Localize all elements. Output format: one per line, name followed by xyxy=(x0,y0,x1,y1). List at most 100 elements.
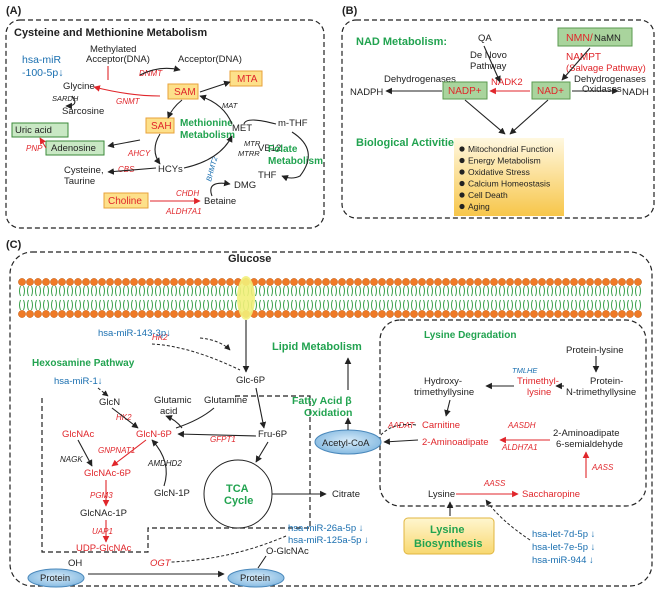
glutamic-l1: Glutamic xyxy=(154,395,192,406)
lipid-head xyxy=(26,310,34,318)
arrow-mir1 xyxy=(97,387,109,397)
lipid-head xyxy=(530,310,538,318)
lipid-head xyxy=(570,310,578,318)
lipid-tail xyxy=(219,299,225,311)
lipid-head xyxy=(226,310,234,318)
lipid-head xyxy=(42,278,50,286)
lipid-head xyxy=(426,278,434,286)
arrow-nad-bio xyxy=(509,99,549,135)
lipid-tail xyxy=(531,285,537,297)
methionine-label-l2: Metabolism xyxy=(180,130,235,141)
panel-c-border xyxy=(9,251,653,587)
cysteine-l2: Taurine xyxy=(64,176,95,187)
lipid-tail xyxy=(523,285,529,297)
lipid-head xyxy=(434,278,442,286)
let-7e: hsa-let-7e-5p ↓ xyxy=(532,542,595,553)
arrow-glcn-glcn6p xyxy=(111,407,139,429)
lipid-head xyxy=(626,278,634,286)
lipid-tail xyxy=(435,299,441,311)
lipid-tail xyxy=(483,285,489,297)
lipid-tail xyxy=(475,285,481,297)
lipid-tail xyxy=(163,285,169,297)
lipid-head xyxy=(402,310,410,318)
panel-b-border xyxy=(341,19,655,219)
lipid-head xyxy=(434,310,442,318)
lipid-head xyxy=(410,310,418,318)
lipid-tail xyxy=(427,299,433,311)
folate-label-l1: Folate xyxy=(268,144,298,155)
arrow-glutamine xyxy=(175,407,215,429)
thf: THF xyxy=(258,170,277,181)
lipid-tail xyxy=(19,285,25,297)
arrow-folate-cycle xyxy=(281,131,309,182)
glcn-6p: GlcN-6P xyxy=(136,429,172,440)
protein-oval-1 xyxy=(27,568,85,588)
arrow-sah-adenosine xyxy=(107,139,141,149)
lipid-head xyxy=(634,310,642,318)
lipid-tail xyxy=(67,299,73,311)
arrow-hk2 xyxy=(151,343,241,371)
lipid-tail xyxy=(299,299,305,311)
lipid-head xyxy=(290,278,298,286)
lipid-metabolism: Lipid Metabolism xyxy=(272,341,362,353)
lipid-tail xyxy=(411,285,417,297)
lipid-tail xyxy=(427,285,433,297)
lipid-head xyxy=(514,310,522,318)
arrow-aminoadipate-acetyl xyxy=(383,438,419,445)
cell-membrane xyxy=(18,278,642,318)
lipid-tail xyxy=(179,299,185,311)
lipid-head xyxy=(338,278,346,286)
lipid-head xyxy=(362,278,370,286)
lipid-head xyxy=(626,310,634,318)
lipid-head xyxy=(218,310,226,318)
lipid-tail xyxy=(315,285,321,297)
lipid-head xyxy=(610,310,618,318)
lipid-head xyxy=(146,278,154,286)
lipid-head xyxy=(378,278,386,286)
lipid-head xyxy=(114,310,122,318)
citrate: Citrate xyxy=(332,489,360,500)
lipid-head xyxy=(58,278,66,286)
uric-acid: Uric acid xyxy=(15,125,52,136)
lipid-tail xyxy=(467,299,473,311)
lipid-head xyxy=(370,310,378,318)
lipid-tail xyxy=(603,285,609,297)
lipid-tail xyxy=(395,285,401,297)
lipid-head xyxy=(18,278,26,286)
choline: Choline xyxy=(108,196,142,207)
lipid-tail xyxy=(491,285,497,297)
glutamine: Glutamine xyxy=(204,395,247,406)
lipid-head xyxy=(458,310,466,318)
lipid-tail xyxy=(507,285,513,297)
glycine: Glycine xyxy=(63,81,95,92)
lipid-head xyxy=(50,310,58,318)
lipid-tail xyxy=(507,299,513,311)
lipid-tail xyxy=(579,299,585,311)
lipid-head xyxy=(498,278,506,286)
hexosamine-title: Hexosamine Pathway xyxy=(32,358,135,369)
lipid-tail xyxy=(267,285,273,297)
lipid-tail xyxy=(587,299,593,311)
lipid-head xyxy=(594,278,602,286)
methylated-acceptor-l2: Acceptor(DNA) xyxy=(86,54,150,65)
lysine-box xyxy=(379,319,647,507)
lipid-head xyxy=(194,278,202,286)
lipid-head xyxy=(418,278,426,286)
betaine: Betaine xyxy=(204,196,236,207)
lipid-tail xyxy=(275,299,281,311)
lipid-head xyxy=(370,278,378,286)
lipid-tail xyxy=(211,285,217,297)
lipid-tail xyxy=(587,285,593,297)
lipid-tail xyxy=(371,285,377,297)
lipid-tail xyxy=(291,299,297,311)
lipid-head xyxy=(298,278,306,286)
arrow-dnmt xyxy=(139,65,181,76)
lipid-head xyxy=(226,278,234,286)
cbs-enzyme: CBS xyxy=(118,165,135,174)
lipid-head xyxy=(586,310,594,318)
uric-acid-box xyxy=(11,122,69,138)
lipid-head xyxy=(410,278,418,286)
lipid-tail xyxy=(563,285,569,297)
lipid-tail xyxy=(35,285,41,297)
lipid-tail xyxy=(459,299,465,311)
